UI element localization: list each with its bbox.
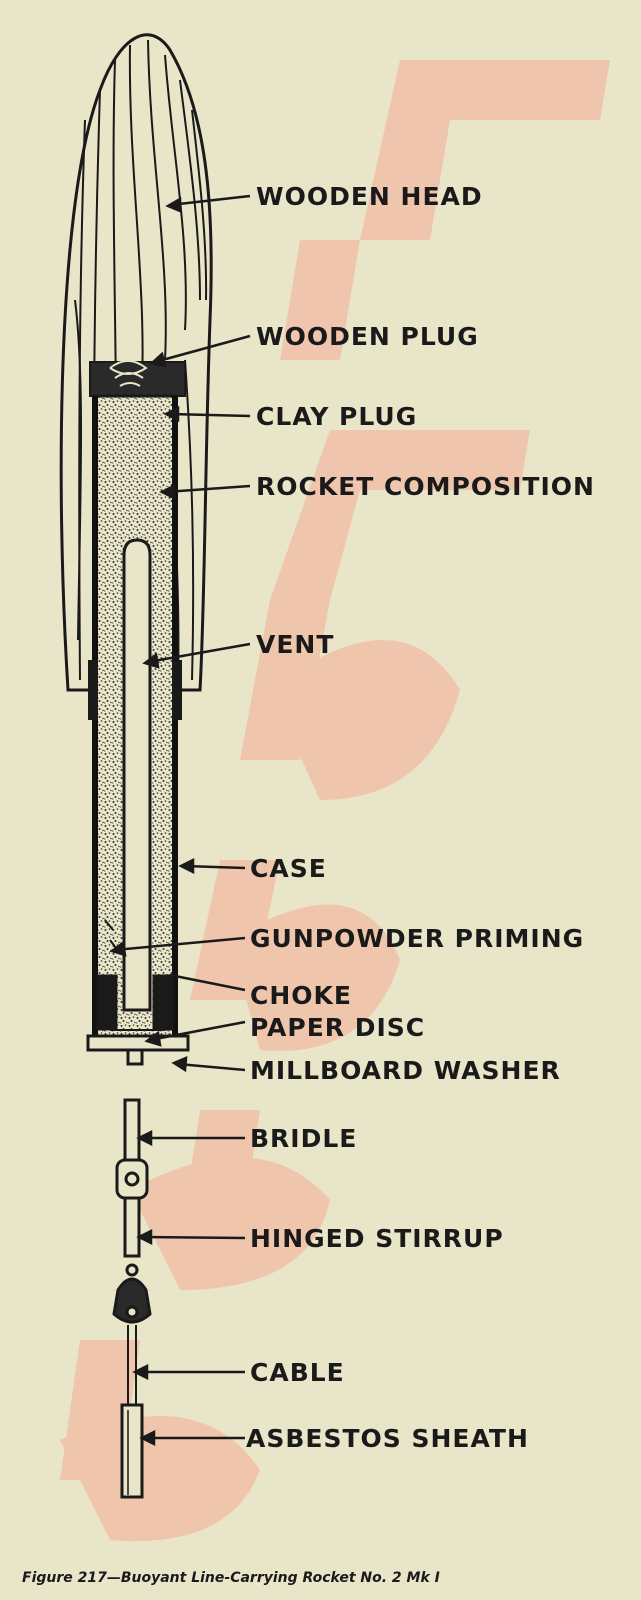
label-wooden-head: WOODEN HEAD: [256, 182, 483, 211]
label-gunpowder-priming: GUNPOWDER PRIMING: [250, 924, 585, 953]
figure-caption: Figure 217—Buoyant Line-Carrying Rocket …: [22, 1570, 440, 1586]
watermark-shapes: [60, 60, 610, 1542]
wooden-plug: [89, 360, 186, 397]
label-vent: VENT: [256, 630, 335, 659]
choke-and-priming: [96, 919, 174, 1031]
leader-lines: [109, 194, 251, 1447]
label-bridle: BRIDLE: [250, 1124, 358, 1153]
label-clay-plug: CLAY PLUG: [256, 402, 418, 431]
label-asbestos-sheath: ASBESTOS SHEATH: [246, 1424, 529, 1453]
cable-fitting: [112, 1277, 152, 1499]
label-paper-disc: PAPER DISC: [250, 1013, 426, 1042]
vent: [122, 538, 152, 1012]
label-hinged-stirrup: HINGED STIRRUP: [250, 1224, 504, 1253]
label-rocket-composition: ROCKET COMPOSITION: [256, 472, 595, 501]
label-millboard-washer: MILLBOARD WASHER: [250, 1056, 561, 1085]
label-case: CASE: [250, 854, 327, 883]
washer-and-disc: [86, 1029, 190, 1066]
label-choke: CHOKE: [250, 981, 352, 1010]
label-cable: CABLE: [250, 1358, 345, 1387]
bridle-and-stirrup: [115, 1098, 149, 1277]
label-wooden-plug: WOODEN PLUG: [256, 322, 479, 351]
